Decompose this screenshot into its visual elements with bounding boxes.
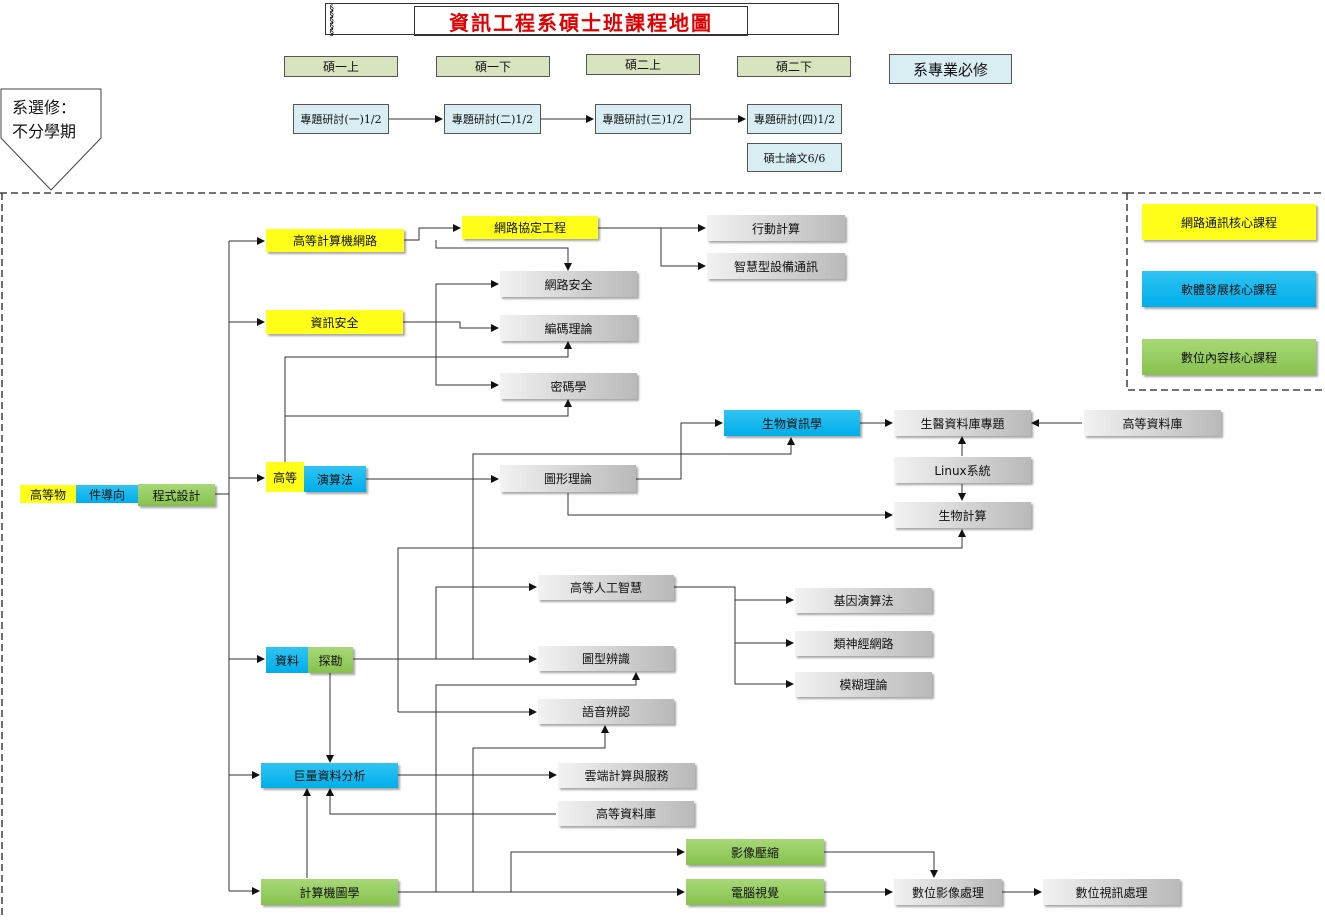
course-biomed-db: 生醫資料庫專題	[894, 410, 1031, 436]
course-cloud: 雲端計算與服務	[558, 763, 695, 788]
course-info-security: 資訊安全	[266, 310, 403, 334]
prereq-programming: 程式設計	[138, 484, 215, 506]
legend-network: 網路通訊核心課程	[1142, 204, 1316, 240]
course-graph-theory: 圖形理論	[500, 465, 636, 492]
course-algorithms-part-a: 高等	[266, 462, 304, 492]
legend-digital: 數位內容核心課程	[1142, 339, 1316, 375]
course-adv-ai: 高等人工智慧	[538, 575, 674, 600]
semester-2-2: 碩二下	[737, 56, 851, 77]
semester-1-2: 碩一下	[436, 56, 550, 77]
seminar-1: 專題研討(一)1/2	[293, 104, 389, 134]
course-protocol-eng: 網路協定工程	[462, 216, 598, 239]
course-adv-network: 高等計算機網路	[266, 229, 404, 252]
course-data-mining-part-b: 探勘	[308, 647, 353, 673]
seminar-4: 專題研討(四)1/2	[747, 104, 842, 134]
course-graphics: 計算機圖學	[261, 879, 398, 905]
elective-note-line-2: 不分學期	[12, 122, 77, 141]
course-linux: Linux系統	[894, 457, 1031, 483]
course-coding-theory: 編碼理論	[500, 315, 637, 341]
seminar-2: 專題研討(二)1/2	[444, 104, 541, 134]
course-net-security: 網路安全	[500, 271, 637, 297]
course-computer-vision: 電腦視覺	[686, 879, 824, 905]
course-data-mining-part-a: 資料	[266, 647, 308, 673]
course-speech-recognition: 語音辨認	[538, 699, 674, 724]
notebook-spiral-icon: §§§§§	[329, 4, 335, 38]
course-digital-video-processing: 數位視訊處理	[1043, 879, 1180, 905]
course-bio-computing: 生物計算	[894, 502, 1031, 528]
course-adv-db-2: 高等資料庫	[558, 801, 694, 826]
course-image-compression: 影像壓縮	[686, 839, 824, 865]
course-big-data: 巨量資料分析	[261, 763, 398, 788]
prereq-oop: 件導向	[76, 485, 138, 503]
thesis: 碩士論文6/6	[747, 143, 842, 172]
course-genetic: 基因演算法	[795, 588, 932, 613]
seminar-3: 專題研討(三)1/2	[595, 104, 691, 134]
course-smart-device: 智慧型設備通訊	[707, 253, 845, 279]
course-bioinformatics: 生物資訊學	[724, 410, 860, 436]
course-mobile: 行動計算	[707, 215, 845, 241]
page-title: 資訊工程系碩士班課程地圖	[414, 6, 748, 36]
course-adv-db-1: 高等資料庫	[1084, 410, 1221, 436]
legend-software: 軟體發展核心課程	[1142, 271, 1316, 307]
course-digital-image-processing: 數位影像處理	[894, 879, 1002, 905]
prereq-physics: 高等物	[20, 485, 76, 503]
elective-arrow-shape	[0, 88, 102, 191]
elective-note-line-1: 系選修：	[12, 98, 77, 117]
elective-note: 系選修： 不分學期	[12, 96, 76, 144]
semester-1-1: 碩一上	[284, 56, 398, 77]
course-pattern-recognition: 圖型辨識	[538, 646, 674, 671]
title-frame: §§§§§ 資訊工程系碩士班課程地圖	[325, 3, 839, 38]
course-algorithms-part-b: 演算法	[304, 466, 366, 492]
semester-2-1: 碩二上	[586, 54, 700, 75]
course-cryptography: 密碼學	[500, 373, 637, 399]
course-neural: 類神經網路	[795, 631, 932, 656]
required-legend: 系專業必修	[889, 54, 1012, 84]
course-fuzzy: 模糊理論	[795, 672, 932, 697]
